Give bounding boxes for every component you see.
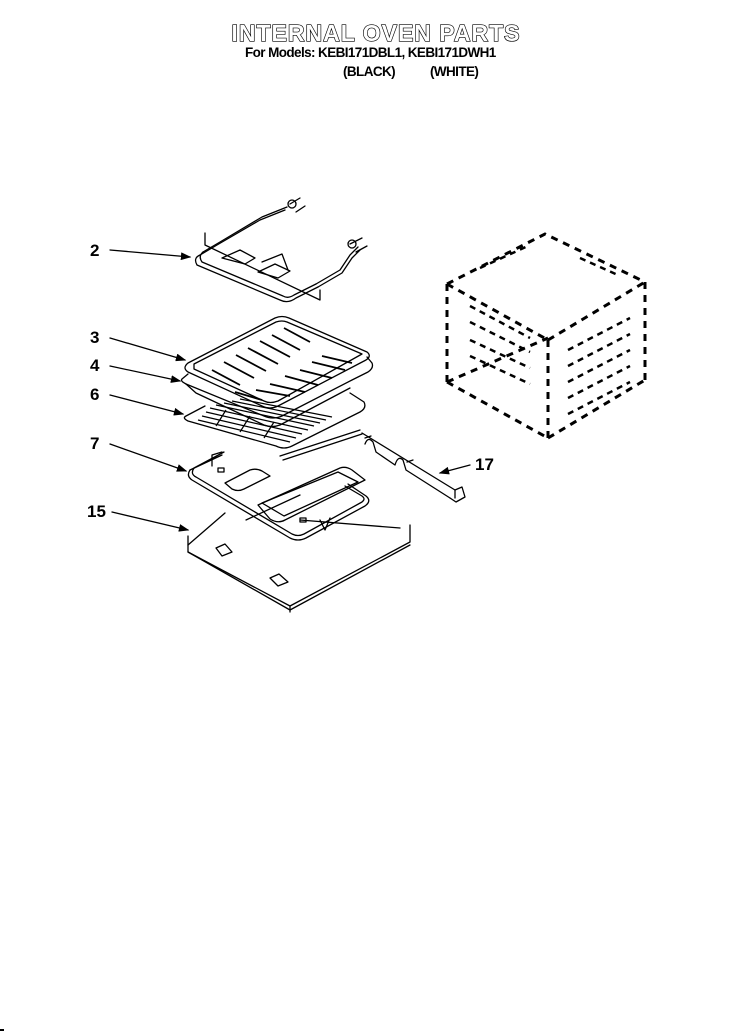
part-4-broiler-pan xyxy=(180,356,374,428)
leader-lines xyxy=(109,249,471,532)
models-line: For Models: KEBI171DBL1, KEBI171DWH1 xyxy=(245,45,496,60)
callout-6: 6 xyxy=(90,385,100,404)
callout-2: 2 xyxy=(90,241,100,260)
part-17-bracket xyxy=(361,432,466,503)
oven-cavity-outline xyxy=(445,232,647,440)
part-6-oven-rack xyxy=(183,392,366,449)
callout-4: 4 xyxy=(90,356,100,375)
scan-mark xyxy=(0,1029,4,1031)
part-3-broiler-grid xyxy=(184,315,370,409)
model-color-black: (BLACK) xyxy=(343,64,396,79)
page-title: INTERNAL OVEN PARTS xyxy=(231,19,521,46)
part-7-bake-element xyxy=(187,429,370,541)
callout-7: 7 xyxy=(90,434,100,453)
callout-3: 3 xyxy=(90,328,100,347)
callout-15: 15 xyxy=(87,502,106,521)
part-15-drip-tray xyxy=(187,494,411,613)
callout-17: 17 xyxy=(475,455,494,474)
part-2-heating-element xyxy=(194,197,368,303)
model-color-white: (WHITE) xyxy=(430,64,479,79)
